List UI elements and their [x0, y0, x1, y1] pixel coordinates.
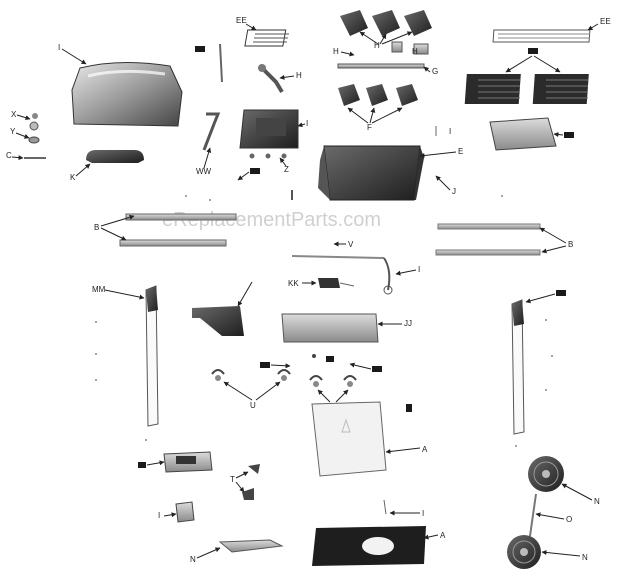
label-b-left: B	[94, 223, 99, 232]
label-box-5	[556, 290, 566, 296]
warming-rack-part	[244, 29, 289, 47]
bottom-bar-part	[218, 539, 284, 553]
label-box-6	[260, 362, 270, 368]
firebox-part	[323, 145, 421, 201]
label-block: I	[158, 511, 160, 520]
side-rail-left-2	[119, 239, 227, 247]
label-n-top: N	[594, 497, 600, 506]
label-i-right: I	[449, 127, 451, 136]
label-box-4	[250, 168, 260, 174]
heat-tents-part	[340, 10, 432, 36]
label-i-bottom: I	[422, 509, 424, 518]
label-i-panel: I	[306, 119, 308, 128]
label-h-top: H	[374, 41, 380, 50]
grease-tray-part	[489, 117, 557, 151]
lid-part	[71, 61, 183, 127]
label-o: O	[566, 515, 572, 524]
label-b-right: B	[568, 240, 573, 249]
label-h-small: H	[412, 47, 418, 56]
warming-rack-right-part	[492, 29, 591, 43]
label-z: Z	[284, 165, 289, 174]
panel-jj-part	[281, 313, 379, 343]
label-ee-left: EE	[236, 16, 247, 25]
label-box-2	[528, 48, 538, 54]
label-k: K	[70, 173, 76, 182]
label-box-1	[195, 46, 205, 52]
rod-v-part	[291, 255, 385, 259]
label-ww: WW	[196, 167, 212, 176]
side-rail-right-2	[435, 249, 541, 256]
block-part	[175, 501, 195, 523]
label-y: Y	[10, 127, 16, 136]
label-f: F	[367, 123, 372, 132]
label-j: J	[452, 187, 456, 196]
door-part	[311, 401, 387, 477]
label-box-3	[564, 132, 574, 138]
label-mm: MM	[92, 285, 106, 294]
burner-tube-part	[337, 63, 425, 69]
burners-part	[338, 84, 418, 106]
label-h-tool: H	[296, 71, 302, 80]
tool-h-part	[260, 66, 284, 94]
label-jj: JJ	[404, 319, 412, 328]
wheel-bottom-part	[507, 535, 541, 569]
side-rail-right-1	[437, 223, 541, 230]
label-box-7	[326, 356, 334, 362]
label-box-10	[138, 462, 146, 468]
label-ee-right: EE	[600, 17, 611, 26]
label-door: A	[422, 445, 428, 454]
label-i-rod: I	[418, 265, 420, 274]
part-t-2	[242, 488, 254, 500]
label-i-lid: I	[58, 43, 60, 52]
label-box-8	[372, 366, 382, 372]
part-x	[32, 113, 38, 119]
label-e: E	[458, 147, 463, 156]
label-n-bottom: N	[582, 553, 588, 562]
part-t-1	[248, 464, 260, 474]
igniter-part	[318, 278, 340, 288]
tool-ww-part	[202, 112, 221, 151]
side-rail-left-1	[125, 213, 237, 221]
wheel-top-part	[528, 456, 564, 492]
label-kk: KK	[288, 279, 299, 288]
casters-left-part	[211, 369, 291, 381]
label-u-left: U	[250, 401, 256, 410]
label-x: X	[11, 110, 17, 119]
label-box-9	[406, 404, 412, 412]
label-shelf: A	[440, 531, 446, 540]
label-c: C	[6, 151, 12, 160]
axle-part	[529, 493, 537, 537]
label-v: V	[348, 240, 354, 249]
bracket-part	[192, 306, 244, 336]
handle-part	[86, 150, 144, 163]
casters-right-part	[309, 375, 357, 387]
label-g: G	[432, 67, 438, 76]
label-h-rod: H	[333, 47, 339, 56]
label-t-left: T	[230, 475, 235, 484]
cooking-grates-part	[464, 74, 589, 104]
label-n-left: N	[190, 555, 196, 564]
